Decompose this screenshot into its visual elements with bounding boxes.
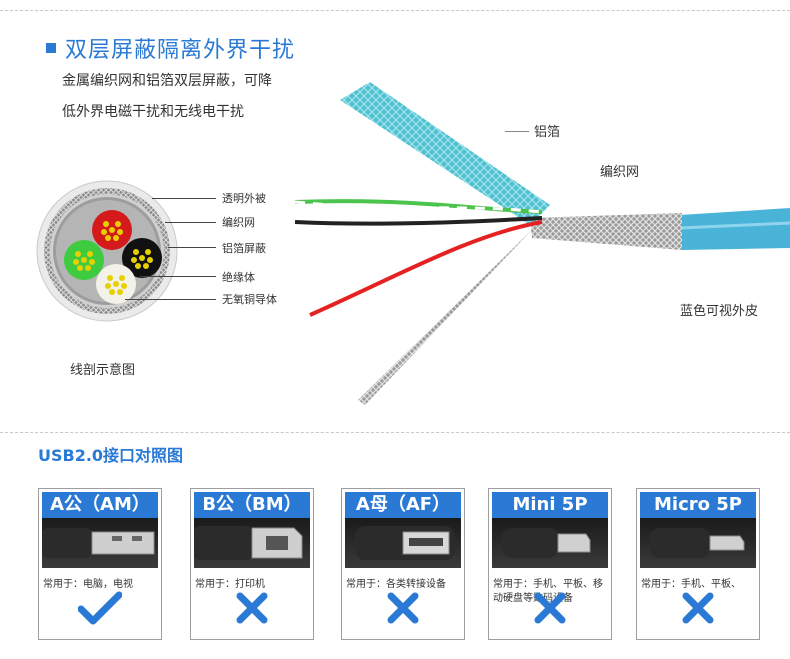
card-usage: 常用于：电脑，电视: [43, 579, 133, 590]
usb-card-a-female: A母（AF） 常用于：各类转接设备: [341, 488, 465, 640]
pointer-line-cable-foil: [505, 131, 529, 132]
pointer-line-conductor: [125, 299, 216, 300]
cable-label-braid: 编织网: [600, 165, 640, 180]
pointer-line-jacket: [152, 198, 216, 199]
usb-card-micro-5p: Micro 5P 常用于：手机、平板、: [636, 488, 760, 640]
card-title: Mini 5P: [492, 492, 608, 518]
label-braid: 编织网: [222, 216, 255, 229]
label-copper-conductor: 无氧铜导体: [222, 293, 277, 306]
label-clear-jacket: 透明外被: [222, 192, 266, 205]
cross-icon: [637, 591, 759, 629]
cable-label-jacket: 蓝色可视外皮: [680, 304, 759, 319]
pointer-line-foil: [168, 247, 216, 248]
cable-cross-section: [36, 180, 178, 322]
usb-a-plug-image: [42, 518, 158, 568]
card-title: A公（AM）: [42, 492, 158, 518]
stripped-cable-illustration: [294, 82, 790, 405]
section-title-text: 双层屏蔽隔离外界干扰: [65, 38, 296, 63]
cable-label-foil: 铝箔: [534, 125, 561, 140]
cross-icon: [191, 591, 313, 629]
check-icon: [39, 591, 161, 629]
section-title: 双层屏蔽隔离外界干扰: [46, 32, 295, 64]
top-divider: [0, 10, 790, 11]
card-usage: 常用于：打印机: [195, 579, 265, 590]
usb-card-b-male: B公（BM） 常用于：打印机: [190, 488, 314, 640]
usb-card-mini-5p: Mini 5P 常用于：手机、平板、移动硬盘等数码设备: [488, 488, 612, 640]
card-title: Micro 5P: [640, 492, 756, 518]
cross-section-caption: 线剖示意图: [70, 363, 136, 378]
card-title: A母（AF）: [345, 492, 461, 518]
usb-a-socket-image: [345, 518, 461, 568]
title-bullet-icon: [46, 43, 56, 53]
usb-section-title: USB2.0接口对照图: [38, 446, 184, 465]
micro-usb-plug-image: [640, 518, 756, 568]
cross-icon: [489, 591, 611, 629]
description-line-1: 金属编织网和铝箔双层屏蔽，可降: [62, 73, 272, 89]
card-usage: 常用于：各类转接设备: [346, 579, 446, 590]
usb-card-a-male: A公（AM） 常用于：电脑，电视: [38, 488, 162, 640]
mini-usb-plug-image: [492, 518, 608, 568]
middle-divider: [0, 432, 790, 433]
pointer-line-insulator: [140, 276, 216, 277]
card-usage: 常用于：手机、平板、移动硬盘等数码设备: [493, 579, 603, 604]
card-usage: 常用于：手机、平板、: [641, 579, 741, 590]
description-line-2: 低外界电磁干扰和无线电干扰: [62, 104, 244, 120]
usb-b-plug-image: [194, 518, 310, 568]
label-foil-shield: 铝箔屏蔽: [222, 242, 266, 255]
cross-icon: [342, 591, 464, 629]
pointer-line-braid: [165, 222, 216, 223]
label-insulator: 绝缘体: [222, 271, 255, 284]
card-title: B公（BM）: [194, 492, 310, 518]
